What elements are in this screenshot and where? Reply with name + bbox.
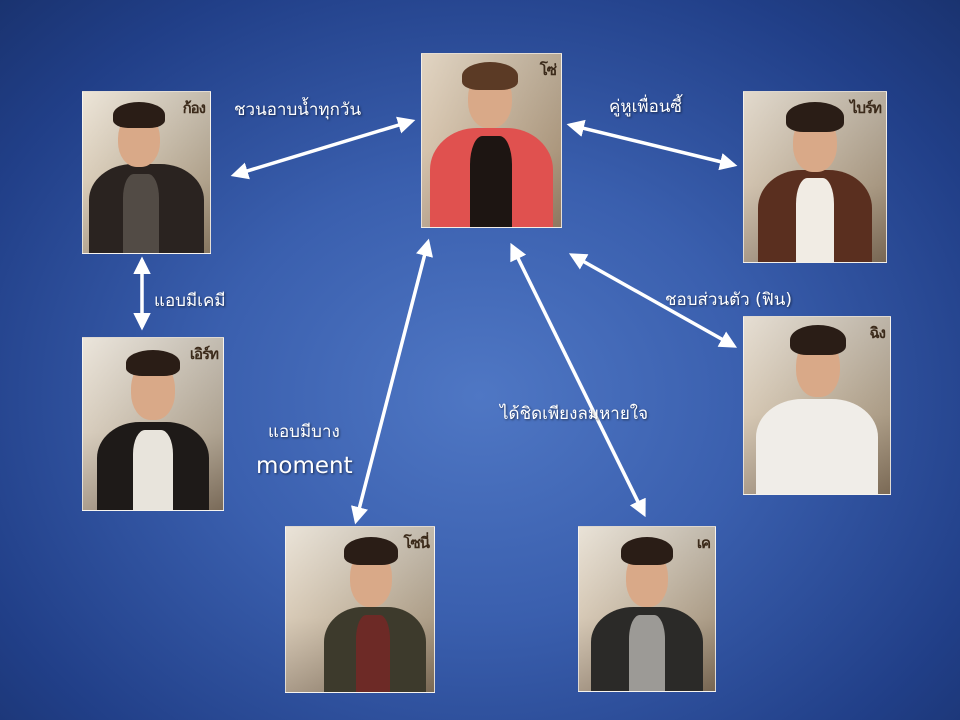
label-some-moment-th: แอบมีบาง [268,422,340,442]
name-tag: ไบร์ท [849,99,882,117]
hair-shape [786,102,844,132]
shirt-shape [123,174,159,253]
photo-left-bottom: เอิร์ท [82,337,224,511]
hair-shape [621,537,673,565]
label-some-moment-en: moment [256,453,353,479]
hair-shape [344,537,398,565]
shirt-shape [470,136,512,227]
name-tag: เอิร์ท [189,345,219,363]
shirt-shape [629,615,665,691]
label-best-buddy: คู่หูเพื่อนซี้ [609,97,682,117]
arrow-center-lefttop [230,116,416,180]
label-bath-every-day: ชวนอาบน้ำทุกวัน [234,100,362,120]
photo-bottom-left: โซนี่ [285,526,435,693]
shirt-shape [796,178,834,262]
hair-shape [790,325,846,355]
shirt-shape [356,615,390,692]
arrow-center-righttop [566,119,738,171]
shirt-body-shape [756,399,878,494]
hair-shape [113,102,165,128]
name-tag: โซ่ [539,61,557,79]
name-tag: โซนี่ [403,534,430,552]
photo-right-mid: ฉิง [743,316,891,495]
name-tag: ก้อง [182,99,206,117]
photo-bottom-right: เค [578,526,716,692]
shirt-shape [133,430,173,510]
label-close-breath: ได้ชิดเพียงลมหายใจ [500,404,649,424]
photo-center: โซ่ [421,53,562,228]
name-tag: เค [696,534,711,552]
arrow-center-bottomright [510,242,646,518]
hair-shape [126,350,180,376]
name-tag: ฉิง [869,324,886,342]
arrow-center-bottomleft [351,238,433,525]
hair-shape [462,62,518,90]
label-secret-chemistry: แอบมีเคมี [154,291,226,311]
photo-left-top: ก้อง [82,91,211,254]
label-personal-fave: ชอบส่วนตัว (ฟิน) [665,290,792,310]
photo-right-top: ไบร์ท [743,91,887,263]
